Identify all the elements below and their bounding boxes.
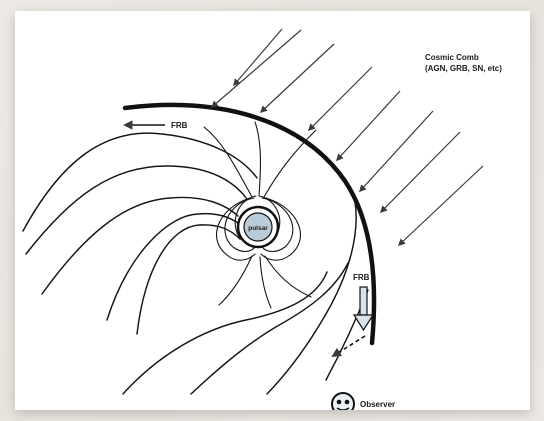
frb-top-label: FRB [171, 121, 188, 130]
cosmic-comb-title: Cosmic Comb [425, 53, 479, 62]
comb-arrow [210, 29, 302, 108]
pulsar-label: pulsar [248, 225, 268, 232]
comb-arrow [307, 66, 373, 132]
frb-side-indicator: FRB [331, 273, 375, 358]
diagram-paper: pulsar FRB FRB Cosmic Comb (AGN, GRB, SN… [15, 11, 530, 410]
observer-label: Observer [360, 400, 395, 409]
comb-arrow [359, 110, 434, 193]
magnetosphere-field-lines [22, 132, 369, 395]
cosmic-comb-diagram: pulsar FRB FRB Cosmic Comb (AGN, GRB, SN… [22, 28, 502, 410]
frb-top-indicator: FRB [123, 120, 188, 130]
cosmic-comb-arrows [210, 28, 484, 246]
comb-arrow [233, 28, 283, 87]
bow-shock-curve [122, 102, 377, 346]
frb-side-label: FRB [353, 273, 370, 282]
comb-arrow [397, 165, 484, 246]
comb-arrow [259, 43, 335, 113]
cosmic-comb-label-group: Cosmic Comb (AGN, GRB, SN, etc) [425, 53, 502, 73]
comb-arrow [379, 131, 461, 214]
observer-icon [331, 392, 355, 410]
observer-group: Observer [331, 392, 395, 410]
pulsar: pulsar [236, 205, 280, 249]
cosmic-comb-sources: (AGN, GRB, SN, etc) [425, 64, 502, 73]
comb-arrow [336, 90, 401, 162]
